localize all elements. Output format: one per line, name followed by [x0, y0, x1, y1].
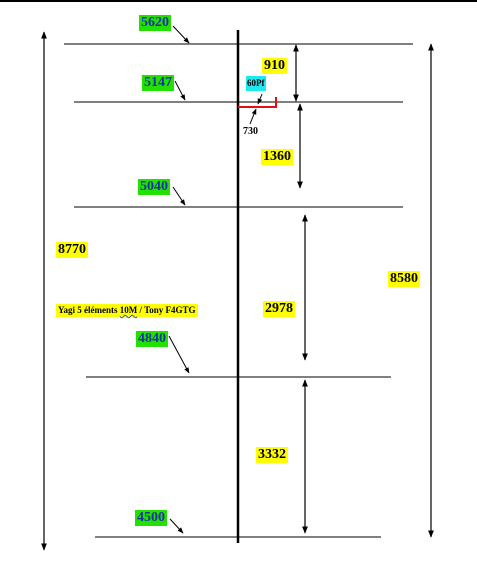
pointer-4840 — [168, 335, 190, 374]
capacitor-wire — [238, 97, 277, 108]
label-element-5147: 5147 — [142, 75, 174, 91]
label-spacing-3332: 3332 — [256, 447, 288, 463]
pointer-4500 — [169, 518, 184, 534]
pointer-60pf — [257, 93, 263, 105]
label-element-4500: 4500 — [135, 510, 167, 526]
label-element-4840: 4840 — [136, 331, 168, 347]
label-element-5040: 5040 — [138, 179, 170, 195]
label-capacitor-offset: 730 — [243, 126, 258, 137]
pointer-5040 — [172, 186, 186, 206]
label-spacing-1360: 1360 — [261, 149, 293, 165]
label-total-left: 8770 — [56, 242, 88, 258]
title-suffix: / Tony F4GTG — [137, 305, 196, 315]
pointer-5147 — [174, 80, 186, 101]
label-capacitor-value: 60Pf — [246, 76, 266, 91]
title-band: 10M — [119, 305, 138, 315]
pointer-730 — [249, 108, 257, 125]
diagram-title: Yagi 5 éléments 10M / Tony F4GTG — [56, 304, 198, 317]
label-total-right: 8580 — [388, 271, 420, 287]
top-border-line — [0, 0, 477, 2]
label-spacing-2978: 2978 — [263, 301, 295, 317]
label-spacing-910: 910 — [262, 58, 287, 74]
label-element-5620: 5620 — [139, 15, 171, 31]
pointer-5620 — [172, 25, 190, 44]
title-prefix: Yagi 5 éléments — [58, 305, 120, 315]
